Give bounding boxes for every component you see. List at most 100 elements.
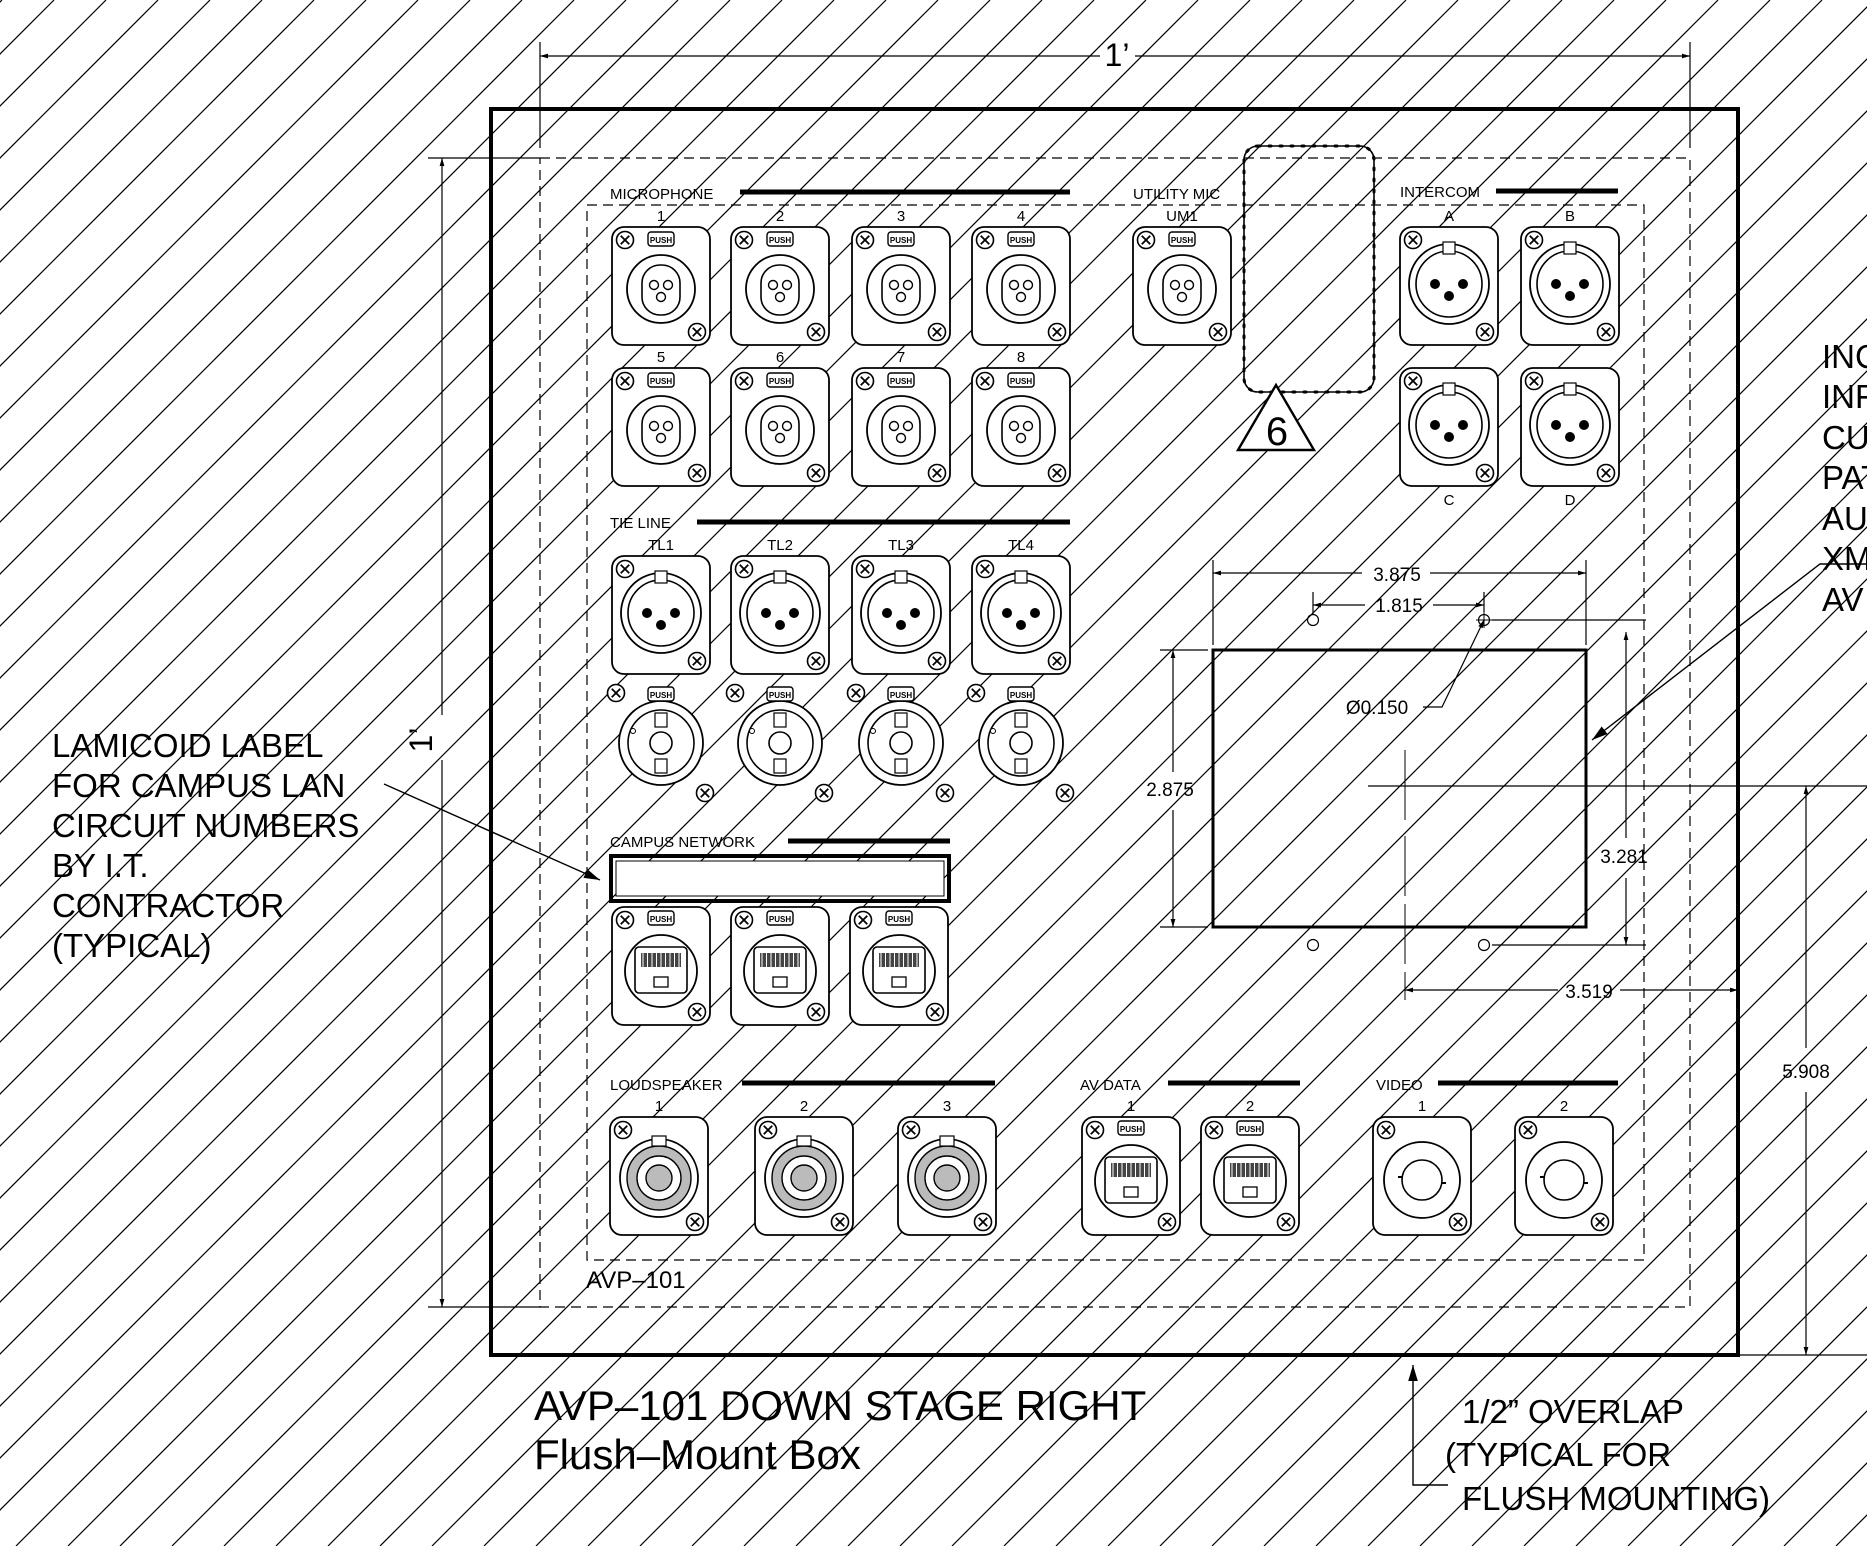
loudspeaker-speakon[interactable] — [609, 1116, 709, 1236]
lamicoid-leader — [383, 783, 601, 881]
connector-label: 7 — [897, 349, 905, 366]
connector-label: 5 — [657, 349, 665, 366]
revision-cloud — [1242, 144, 1376, 394]
campus-network-jack[interactable]: PUSH — [849, 906, 949, 1026]
push-label: PUSH — [650, 236, 672, 245]
push-label: PUSH — [1120, 1125, 1142, 1134]
note-line: INF — [1822, 378, 1867, 415]
push-label: PUSH — [769, 236, 791, 245]
lamicoid-label-box — [609, 854, 951, 903]
connector-label: 3 — [943, 1098, 951, 1115]
note-line: INC — [1822, 338, 1867, 375]
box-inner-dashed — [539, 157, 1691, 1308]
intercom-xlr[interactable] — [1399, 226, 1499, 346]
loudspeaker-speakon[interactable] — [754, 1116, 854, 1236]
video-header: VIDEO — [1376, 1077, 1423, 1094]
connector-label: TL2 — [767, 537, 793, 554]
overall-width-label: 1’ — [1105, 37, 1130, 73]
connector-label: 8 — [1017, 349, 1025, 366]
connector-label: D — [1565, 492, 1576, 509]
overall-height-label: 1’ — [403, 728, 439, 753]
note-line: FOR CAMPUS LAN — [52, 767, 345, 804]
mount-hole — [1306, 613, 1320, 627]
tie-line-xlr[interactable] — [611, 555, 711, 675]
connector-label: 2 — [776, 208, 784, 225]
tie-line-combo-jack[interactable]: PUSH — [846, 683, 955, 803]
av-data-jack[interactable]: PUSH — [1081, 1116, 1181, 1236]
utility-mic-header: UTILITY MIC — [1133, 186, 1220, 203]
overall-height-dimension — [428, 157, 540, 1308]
connector-label: B — [1565, 208, 1575, 225]
note-line: FLUSH MOUNTING) — [1462, 1480, 1770, 1517]
note-line: LAMICOID LABEL — [52, 727, 323, 764]
campus-network-jack[interactable]: PUSH — [611, 906, 711, 1026]
push-label: PUSH — [650, 915, 672, 924]
subtitle-line: Flush–Mount Box — [534, 1431, 861, 1478]
note-line: (TYPICAL) — [52, 927, 212, 964]
mic-xlr-input[interactable]: PUSH — [730, 367, 830, 487]
mic-xlr-input[interactable]: PUSH — [730, 226, 830, 346]
mic-xlr-input[interactable]: PUSH — [971, 367, 1071, 487]
mic-xlr-input[interactable]: PUSH — [611, 367, 711, 487]
cutout-detail — [1160, 560, 1867, 1356]
mic-xlr-input[interactable]: PUSH — [851, 226, 951, 346]
tie-line-xlr[interactable] — [971, 555, 1071, 675]
revision-triangle: 6 — [1235, 382, 1317, 454]
note-line: CU — [1822, 419, 1867, 456]
push-label: PUSH — [890, 236, 912, 245]
cutout-dimension-labels: 3.875 1.815 Ø0.150 2.875 3.281 3.519 5.9… — [1146, 565, 1830, 1083]
lamicoid-label-inner — [615, 860, 945, 897]
dim-label: 5.908 — [1782, 1062, 1830, 1083]
connector-label: UM1 — [1166, 208, 1198, 225]
tie-line-combo-jack[interactable]: PUSH — [606, 683, 715, 803]
campus-network-jack[interactable]: PUSH — [730, 906, 830, 1026]
connector-layer: PUSH1PUSH2PUSH3PUSH4PUSH5PUSH6PUSH7PUSH8… — [606, 208, 1620, 1236]
campus-network-header: CAMPUS NETWORK — [610, 834, 755, 851]
utility-mic-input[interactable]: PUSH — [1132, 226, 1232, 346]
note-line: AV — [1822, 581, 1864, 618]
connector-label: 2 — [800, 1098, 808, 1115]
loudspeaker-header: LOUDSPEAKER — [610, 1077, 723, 1094]
note-line: 1/2” OVERLAP — [1462, 1393, 1684, 1430]
note-line: (TYPICAL FOR — [1445, 1436, 1671, 1473]
microphone-header: MICROPHONE — [610, 186, 713, 203]
av-data-jack[interactable]: PUSH — [1200, 1116, 1300, 1236]
tie-line-xlr[interactable] — [851, 555, 951, 675]
mount-hole — [1306, 938, 1320, 952]
intercom-xlr[interactable] — [1520, 226, 1620, 346]
video-bnc[interactable] — [1514, 1116, 1614, 1236]
connector-label: 6 — [776, 349, 784, 366]
mount-hole — [1477, 938, 1491, 952]
mic-xlr-input[interactable]: PUSH — [971, 226, 1071, 346]
note-line: CIRCUIT NUMBERS — [52, 807, 359, 844]
loudspeaker-speakon[interactable] — [897, 1116, 997, 1236]
av-data-header: AV DATA — [1080, 1077, 1141, 1094]
cutout-leader — [1591, 563, 1867, 741]
tie-line-header: TIE LINE — [610, 515, 671, 532]
panel-id: AVP–101 — [586, 1267, 686, 1294]
video-bnc[interactable] — [1372, 1116, 1472, 1236]
section-headers: MICROPHONE UTILITY MIC INTERCOM TIE LINE… — [610, 184, 1618, 1094]
overlap-leader — [1408, 1365, 1448, 1486]
push-label: PUSH — [1010, 236, 1032, 245]
connector-label: 3 — [897, 208, 905, 225]
cutout-note: INC INF CU PAT AU XM AV — [1822, 338, 1867, 618]
dim-label: 1.815 — [1375, 596, 1423, 617]
connector-label: 1 — [1418, 1098, 1426, 1115]
plate-outline-dashed — [586, 204, 1645, 1261]
push-label: PUSH — [890, 691, 912, 700]
tie-line-combo-jack[interactable]: PUSH — [966, 683, 1075, 803]
push-label: PUSH — [650, 691, 672, 700]
mic-xlr-input[interactable]: PUSH — [611, 226, 711, 346]
revision-number: 6 — [1266, 410, 1288, 454]
dim-label: Ø0.150 — [1346, 698, 1408, 719]
push-label: PUSH — [769, 691, 791, 700]
connector-label: 1 — [1127, 1098, 1135, 1115]
connector-label: 2 — [1246, 1098, 1254, 1115]
push-label: PUSH — [769, 915, 791, 924]
tie-line-combo-jack[interactable]: PUSH — [725, 683, 834, 803]
intercom-xlr[interactable] — [1399, 367, 1499, 487]
intercom-xlr[interactable] — [1520, 367, 1620, 487]
mic-xlr-input[interactable]: PUSH — [851, 367, 951, 487]
tie-line-xlr[interactable] — [730, 555, 830, 675]
